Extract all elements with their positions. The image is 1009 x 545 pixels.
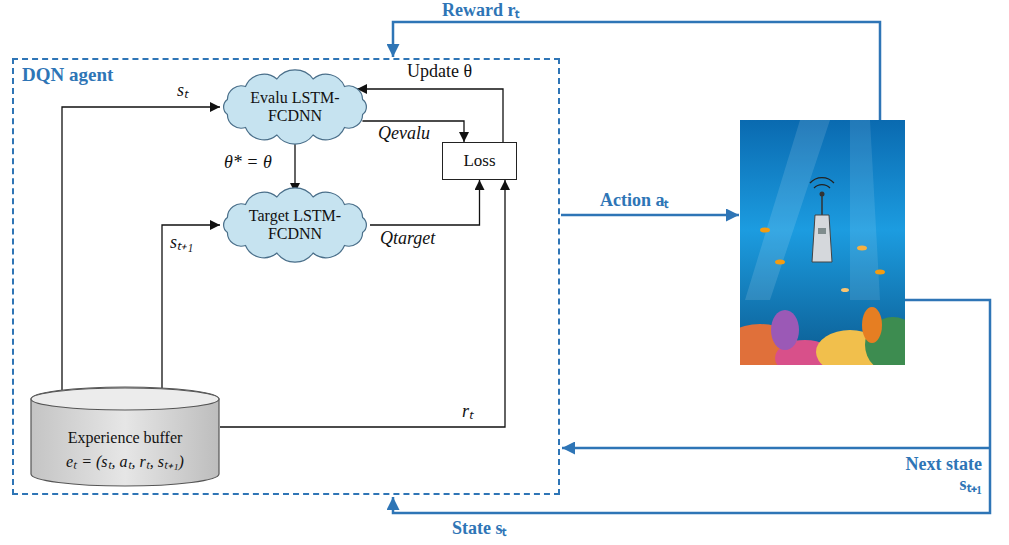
edge-label: Qevalu (376, 123, 432, 143)
state-line (393, 300, 990, 513)
flow-label: Reward rₜ (440, 0, 521, 20)
flow-lines (393, 22, 990, 513)
edge-label: sₜ (175, 80, 190, 100)
tuple-formula: eₜ = (sₜ, aₜ, rₜ, sₜ₊₁) (66, 453, 184, 471)
sensor-node (810, 178, 834, 262)
reward-line (393, 22, 880, 120)
network-cloud: Target LSTM-FCDNN (217, 190, 373, 260)
ocean-photo (740, 120, 905, 365)
fish (875, 270, 885, 275)
buffer-cylinder: Experience buffer eₜ = (sₜ, aₜ, rₜ, sₜ₊₁) (30, 387, 220, 487)
connector (370, 180, 480, 225)
connector (62, 107, 220, 390)
cylinder-body (31, 387, 219, 486)
node-label: Target LSTM-FCDNN (239, 207, 351, 244)
coral (771, 310, 799, 350)
group-heading: DQN agent (22, 64, 113, 86)
cylinder-top (31, 388, 219, 410)
fish (775, 260, 785, 265)
action-line (561, 214, 739, 217)
node-label: Experience buffer (68, 429, 183, 447)
edge-label: rₜ (460, 401, 475, 421)
loss-box: Loss (442, 142, 517, 180)
cloud-shape (224, 70, 367, 144)
connector (357, 89, 503, 142)
agent-region: DQN agentEvalu LSTM-FCDNN Target LSTM-FCD… (12, 58, 560, 495)
edge-label: Qtarget (378, 228, 437, 248)
edge-label: Update θ (405, 61, 474, 81)
flow-label: Next state sₜ₊₁ (880, 454, 984, 494)
connector (220, 180, 505, 427)
fish (841, 288, 849, 292)
edge-label: θ* = θ (222, 152, 274, 172)
fish (857, 246, 867, 251)
node-label: Evalu LSTM-FCDNN (239, 89, 351, 126)
node-label: Loss (463, 151, 495, 171)
connector (162, 225, 220, 388)
network-cloud: Evalu LSTM-FCDNN (217, 72, 373, 142)
connector (294, 139, 295, 193)
light-ray (745, 120, 830, 300)
cloud-shape (224, 188, 367, 262)
next-state-line (562, 447, 990, 450)
edge-label: sₜ₊₁ (168, 232, 195, 252)
fish (760, 228, 770, 233)
flow-label: Action aₜ (598, 190, 671, 210)
coral (862, 307, 882, 343)
flow-label: State sₜ (450, 518, 509, 538)
connector (362, 121, 464, 142)
